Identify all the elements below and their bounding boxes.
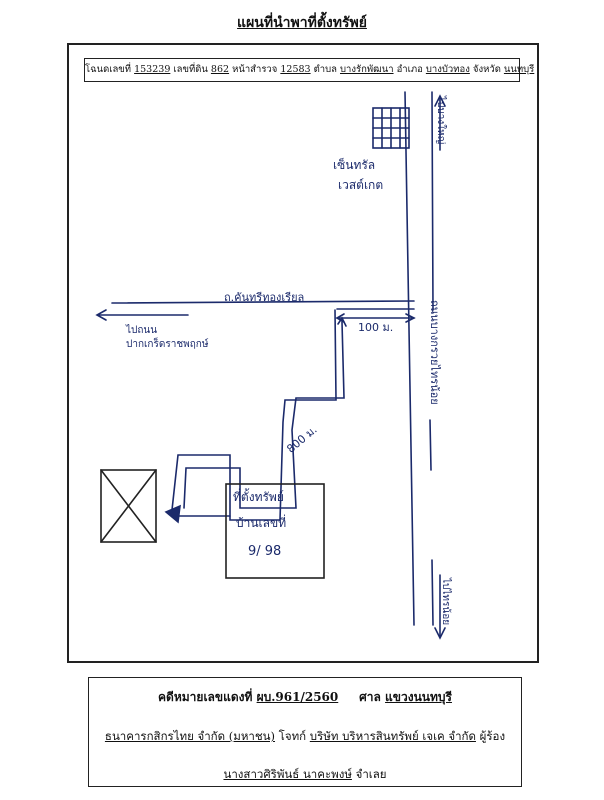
property-label-1: ที่ตั้งทรัพย์ [233,490,284,504]
province-value: นนทบุรี [503,64,535,75]
property-label-2: บ้านเลขที่ [236,516,287,530]
transferee: บริษัท บริหารสินทรัพย์ เจเค จำกัด [309,729,476,743]
main-road-center-dashes [429,419,432,471]
amphoe-label: อำเภอ [396,64,423,75]
amphoe-value: บางบัวทอง [425,64,470,75]
arrow-top-label: ไปบางใหญ่ [435,96,446,145]
defendant-label: จำเลย [355,767,387,781]
petitioner-label: ผู้ร้อง [479,729,506,743]
arrow-bottom-label: ไปไทรน้อย [440,578,451,626]
court-label: ศาล [359,690,381,704]
neighbour-plot [100,469,157,543]
case-line-1: คดีหมายเลขแดงที่ ผบ.961/2560 ศาล แขวงนนท… [89,688,521,707]
case-info-box: คดีหมายเลขแดงที่ ผบ.961/2560 ศาล แขวงนนท… [88,677,522,787]
side-road-label: ถ.คันทรีทองเรียล [224,291,305,304]
property-plot [225,483,325,579]
route-path [171,309,337,521]
defendant: นางสาวศิริพันธ์ นาคะพงษ์ [223,767,352,781]
landmark-label-1: เซ็นทรัล [333,158,376,172]
deed-number: 153239 [134,64,171,75]
main-road-label: ถนนบางกรวยไทรน้อย [428,300,441,405]
case-number: ผบ.961/2560 [256,690,339,704]
property-label-3: 9/ 98 [248,544,282,559]
map-title: แผนที่นำพาที่ตั้งทรัพย์ [237,15,367,31]
side-road-line-top [111,300,415,304]
court-name: แขวงนนทบุรี [385,690,452,704]
map-frame [67,43,539,663]
case-line-3: นางสาวศิริพันธ์ นาคะพงษ์ จำเลย [89,766,521,784]
province-label: จังหวัด [472,64,501,75]
transfer-label: โจทก์ [278,729,307,743]
land-number-label: เลขที่ดิน [173,64,208,75]
tambon-label: ตำบล [313,64,337,75]
distance-100m-label: 100 ม. [358,321,394,334]
survey-number: 12583 [280,64,311,75]
land-number: 862 [210,64,230,75]
case-line-2: ธนาคารกสิกรไทย จำกัด (มหาชน) โจทก์ บริษั… [89,728,521,746]
left-arrow-label-2: ปากเกร็ดราชพฤกษ์ [126,339,209,350]
tambon-value: บางรักพัฒนา [340,64,394,75]
main-road-line-left [404,91,415,626]
case-label: คดีหมายเลขแดงที่ [158,690,253,704]
deed-prefix: โฉนดเลขที่ [85,64,132,75]
survey-label: หน้าสำรวจ [232,64,278,75]
deed-info-box: โฉนดเลขที่ 153239 เลขที่ดิน 862 หน้าสำรว… [84,58,534,82]
main-road-line-right [431,91,434,311]
left-arrow-label-1: ไปถนน [126,325,158,336]
plaintiff: ธนาคารกสิกรไทย จำกัด (มหาชน) [104,729,276,743]
landmark-label-2: เวสต์เกต [338,178,384,192]
